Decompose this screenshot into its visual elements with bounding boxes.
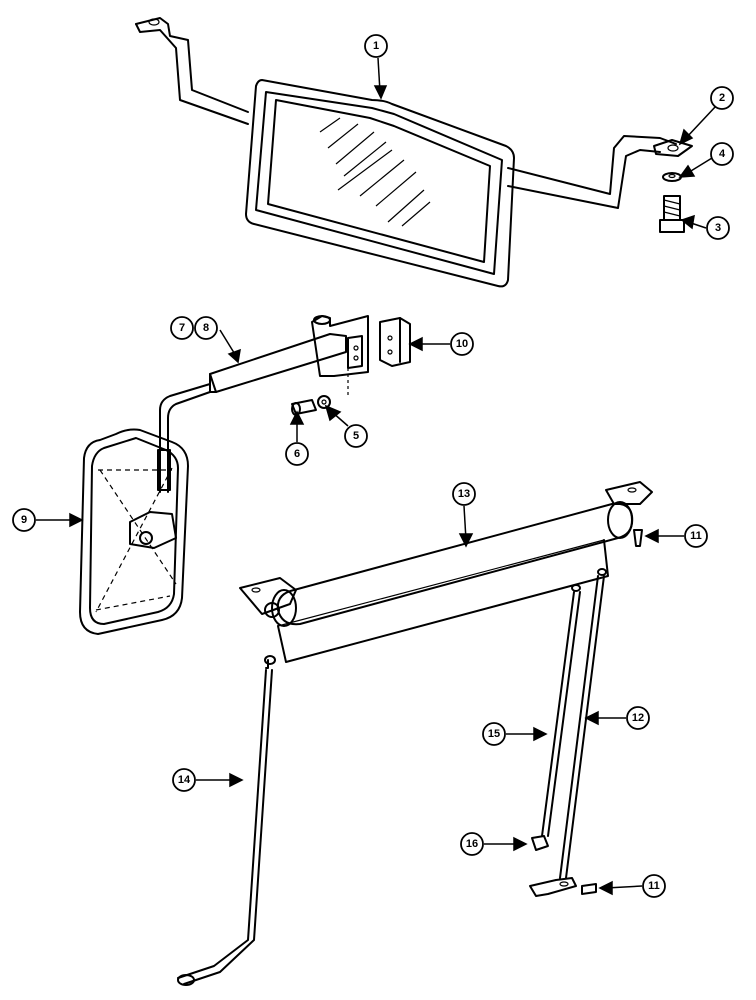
side-mirror-assembly [79,315,411,635]
callout-7-label: 7 [179,322,185,334]
callout-1-label: 1 [373,40,379,52]
callout-1: 1 [364,34,388,58]
callout-15-label: 15 [488,728,500,740]
callout-16: 16 [460,832,484,856]
callout-4-label: 4 [719,148,726,160]
callout-10: 10 [450,332,474,356]
callout-9: 9 [12,508,36,532]
callout-9-label: 9 [21,514,27,526]
callout-11-bottom-label: 11 [648,880,660,892]
front-mirror-assembly [135,17,693,288]
callout-15: 15 [482,722,506,746]
callout-2-label: 2 [719,92,725,104]
callout-10-label: 10 [456,338,468,350]
callout-13: 13 [452,482,476,506]
callout-6-label: 6 [294,448,300,460]
callout-3-label: 3 [715,222,721,234]
callout-2: 2 [710,86,734,110]
callout-14-label: 14 [178,774,191,786]
callout-11-top: 11 [684,524,708,548]
callout-5: 5 [344,424,368,448]
callout-8-label: 8 [203,322,209,334]
callout-12-label: 12 [632,712,644,724]
callout-7: 7 [170,316,194,340]
callout-11-top-label: 11 [690,530,702,542]
callout-14: 14 [172,768,196,792]
callout-13-label: 13 [458,488,470,500]
callout-4: 4 [710,142,734,166]
sunshade-assembly [177,481,653,986]
callout-11-bottom: 11 [642,874,666,898]
callout-8: 8 [194,316,218,340]
callout-16-label: 16 [466,838,478,850]
callout-3: 3 [706,216,730,240]
leader-lines [36,57,717,896]
callout-12: 12 [626,706,650,730]
callout-5-label: 5 [353,430,359,442]
callout-6: 6 [285,442,309,466]
